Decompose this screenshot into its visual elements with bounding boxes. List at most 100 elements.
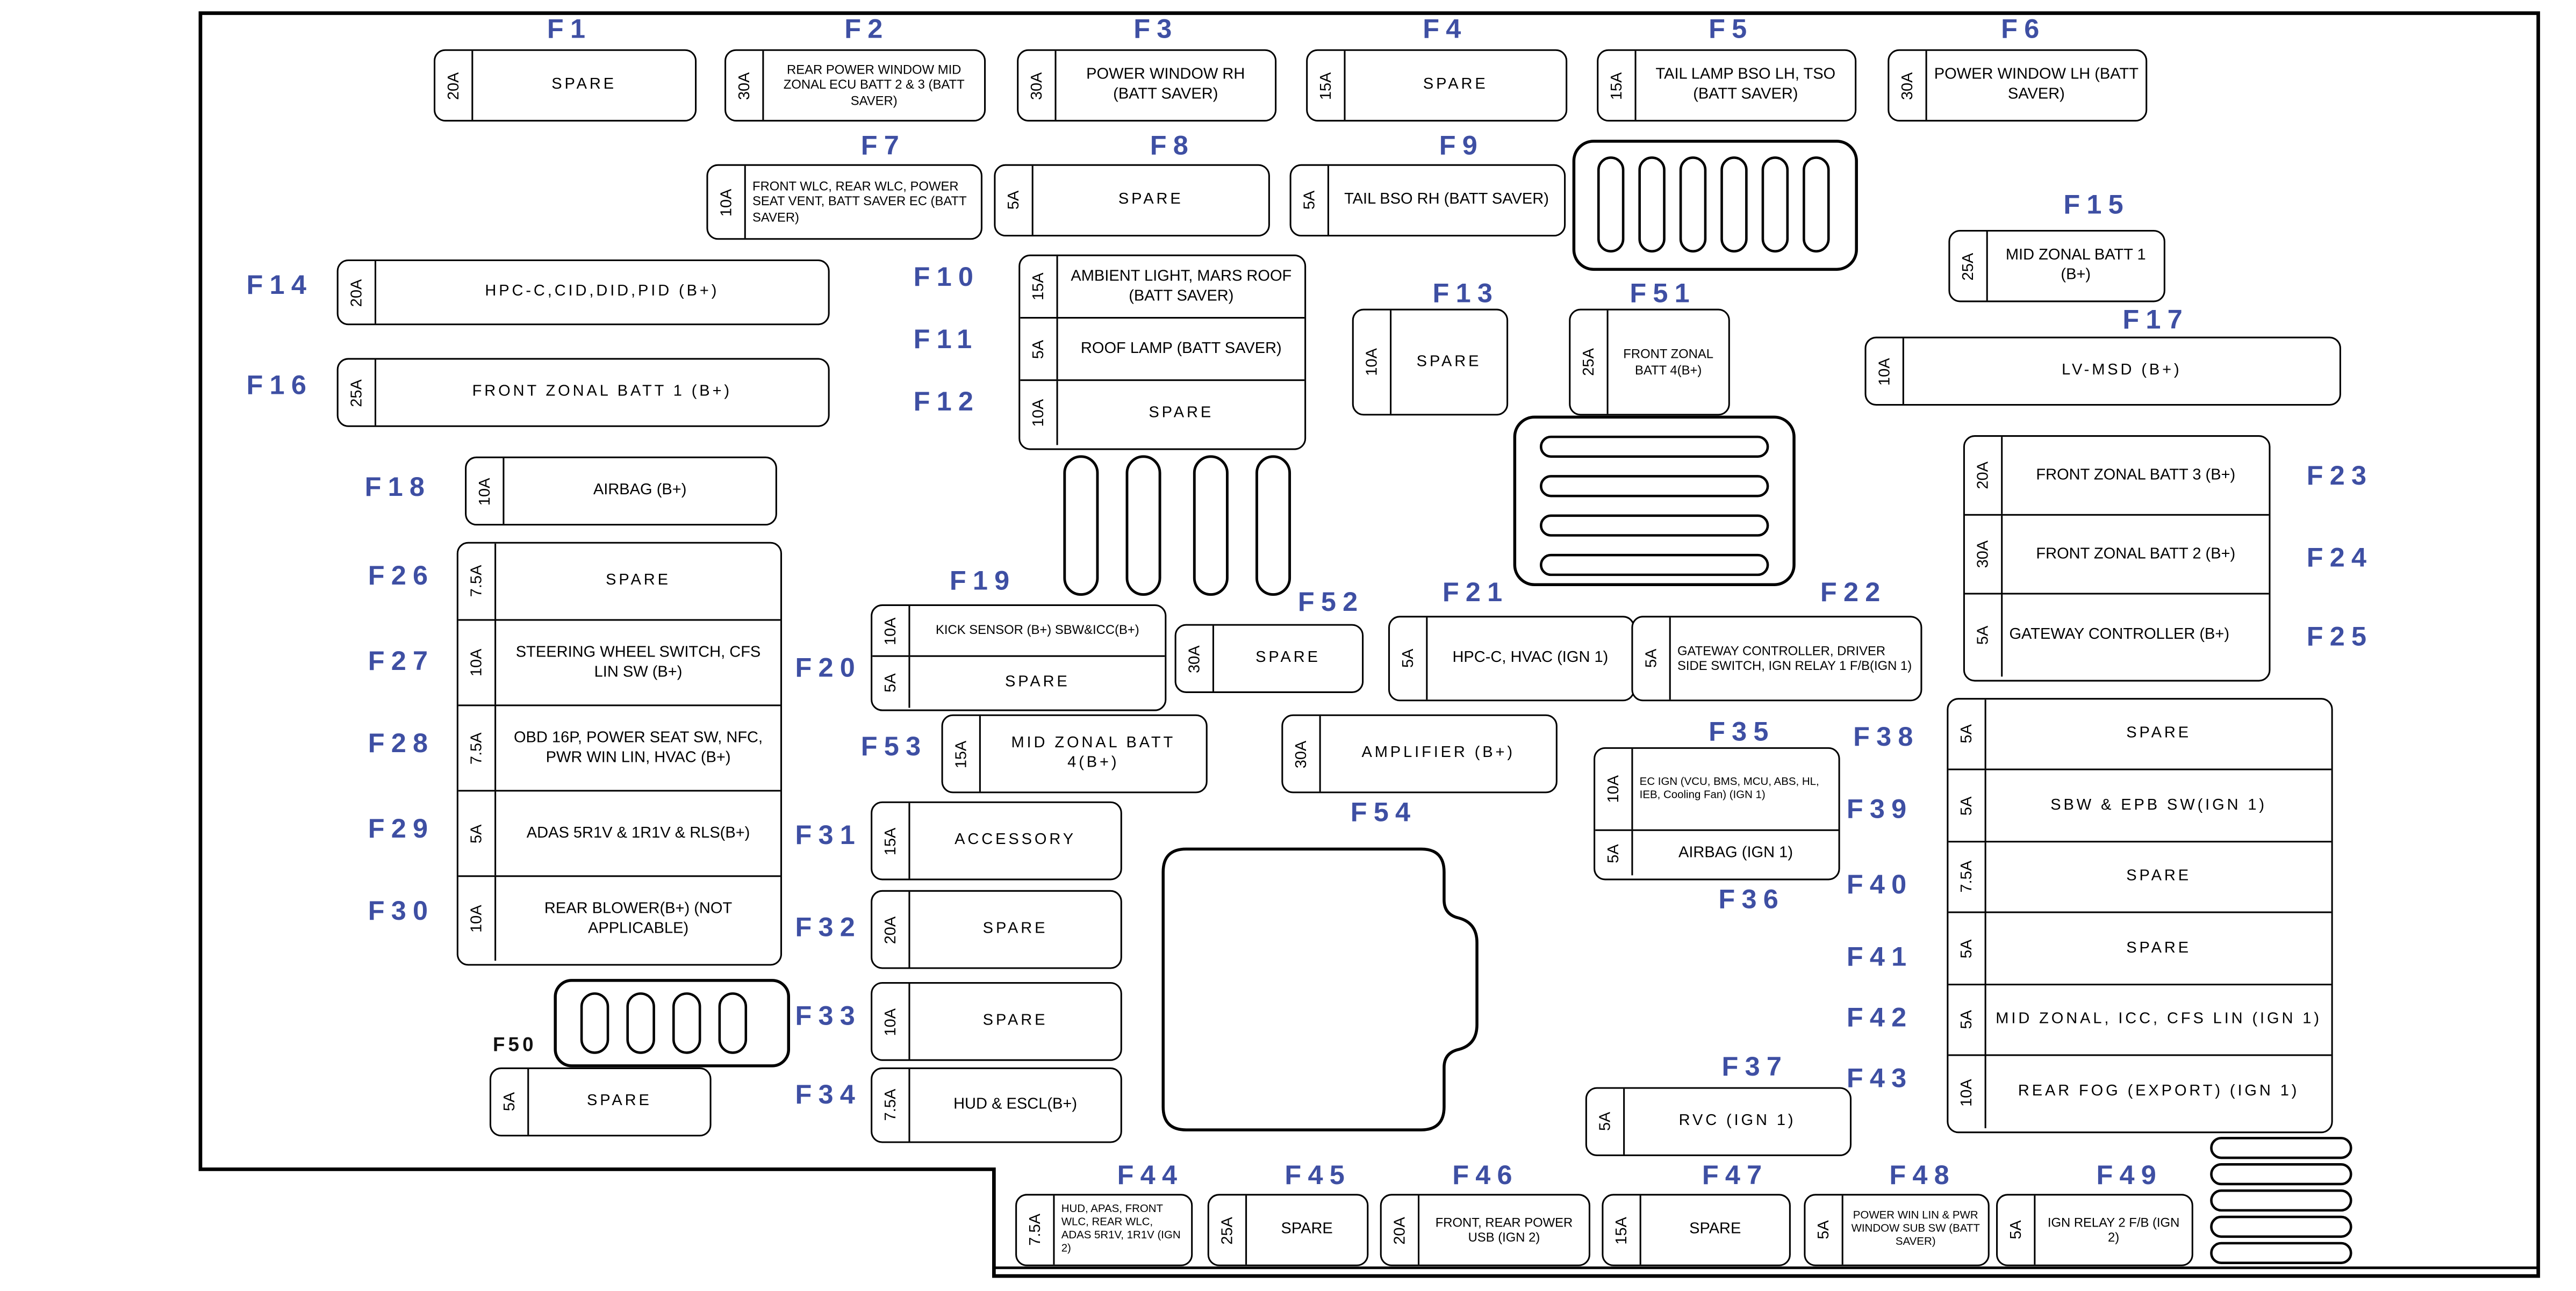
fuse-f33-desc: SPARE <box>982 1012 1048 1030</box>
fuse-f6-desc: POWER WINDOW LH (BATT SAVER) <box>1934 66 2139 104</box>
fuse-f10: 15A AMBIENT LIGHT, MARS ROOF (BATT SAVER… <box>1020 256 1305 319</box>
fuse-label-f34: F34 <box>795 1080 862 1110</box>
fuse-f31-amp: 15A <box>872 803 910 879</box>
fuse-f36-amp: 5A <box>1595 831 1633 876</box>
fuse-f39: 5A SBW & EPB SW(IGN 1) <box>1948 770 2331 843</box>
fuse-label-f35: F35 <box>1709 717 1775 747</box>
fuse-f15-desc: MID ZONAL BATT 1 (B+) <box>2005 247 2146 284</box>
fuse-f48-amp: 5A <box>1805 1195 1843 1265</box>
fuse-f12-amp: 10A <box>1020 381 1058 445</box>
fuse-stack-f35-f36: 10A EC IGN (VCU, BMS, MCU, ABS, HL, IEB,… <box>1594 747 1840 881</box>
fuse-f16: 25A FRONT ZONAL BATT 1 (B+) <box>336 358 830 427</box>
fuse-label-f17: F17 <box>2122 305 2189 335</box>
fuse-label-f7: F7 <box>860 131 906 161</box>
fuse-f6-amp: 30A <box>1889 51 1927 120</box>
fuse-label-f11: F11 <box>913 325 979 355</box>
fuse-f41-desc: SPARE <box>2126 939 2192 957</box>
fuse-f48-desc: POWER WIN LIN & PWR WINDOW SUB SW (BATT … <box>1851 1210 1980 1249</box>
fuse-f1-desc: SPARE <box>551 76 617 94</box>
fuse-f24: 30A FRONT ZONAL BATT 2 (B+) <box>1964 515 2269 595</box>
fuse-f31-desc: ACCESSORY <box>955 831 1077 849</box>
fuse-f45: 25A SPARE <box>1207 1194 1369 1266</box>
fuse-f32-amp: 20A <box>872 891 910 968</box>
fuse-f15-amp: 25A <box>1950 232 1988 301</box>
fuse-label-f6: F6 <box>2001 15 2046 45</box>
fuse-label-f40: F40 <box>1846 870 1913 900</box>
connector-slots-center <box>1063 455 1291 596</box>
connector-block-f50 <box>554 979 791 1068</box>
fuse-stack-f38-f43: 5A SPARE 5A SBW & EPB SW(IGN 1) 7.5A SPA… <box>1947 698 2333 1134</box>
fuse-f8: 5A SPARE <box>994 164 1270 237</box>
fuse-label-f27: F27 <box>368 647 435 677</box>
fuse-f24-amp: 30A <box>1965 515 2003 593</box>
fuse-f10-amp: 15A <box>1020 256 1058 317</box>
fuse-f15: 25A MID ZONAL BATT 1 (B+) <box>1948 229 2165 302</box>
fuse-f33: 10A SPARE <box>871 982 1122 1061</box>
fuse-f4-amp: 15A <box>1308 51 1346 120</box>
fuse-f52-amp: 30A <box>1176 625 1214 691</box>
fuse-label-f12: F12 <box>913 387 980 417</box>
fuse-f37: 5A RVC (IGN 1) <box>1585 1087 1852 1156</box>
fuse-f21-desc: HPC-C, HVAC (IGN 1) <box>1452 649 1609 667</box>
fuse-label-f51: F51 <box>1630 279 1696 309</box>
fuse-f21-amp: 5A <box>1390 617 1428 700</box>
fuse-f8-desc: SPARE <box>1118 191 1183 209</box>
fuse-f14-amp: 20A <box>339 261 377 324</box>
fuse-f44-desc: HUD, APAS, FRONT WLC, REAR WLC, ADAS 5R1… <box>1061 1204 1181 1255</box>
fuse-f53-desc: MID ZONAL BATT 4(B+) <box>1011 734 1176 772</box>
fuse-label-f15: F15 <box>2063 190 2130 220</box>
fuse-label-f37: F37 <box>1721 1052 1789 1083</box>
fuse-f9-amp: 5A <box>1291 165 1329 235</box>
fuse-f46-desc: FRONT, REAR POWER USB (IGN 2) <box>1435 1214 1573 1245</box>
fuse-label-f23: F23 <box>2306 461 2373 491</box>
fuse-f37-amp: 5A <box>1587 1088 1625 1155</box>
fuse-label-f14: F14 <box>246 271 313 301</box>
fuse-f4-desc: SPARE <box>1423 76 1488 94</box>
fuse-label-f44: F44 <box>1117 1161 1184 1191</box>
fuse-f39-amp: 5A <box>1948 770 1986 841</box>
fuse-f45-amp: 25A <box>1209 1195 1247 1265</box>
fuse-label-f9: F9 <box>1439 131 1484 161</box>
fuse-f5: 15A TAIL LAMP BSO LH, TSO (BATT SAVER) <box>1597 49 1857 122</box>
fuse-label-f38: F38 <box>1853 722 1920 753</box>
fuse-label-f46: F46 <box>1452 1161 1519 1191</box>
fuse-f22: 5A GATEWAY CONTROLLER, DRIVER SIDE SWITC… <box>1631 616 1922 702</box>
fuse-f34: 7.5A HUD & ESCL(B+) <box>871 1067 1122 1143</box>
fuse-label-f30: F30 <box>368 897 435 927</box>
fuse-f18-amp: 10A <box>467 458 505 524</box>
fuse-f43-desc: REAR FOG (EXPORT) (IGN 1) <box>2018 1083 2300 1101</box>
fuse-f38-desc: SPARE <box>2126 724 2192 743</box>
fuse-label-f1: F1 <box>547 15 592 45</box>
fuse-f29-desc: ADAS 5R1V & 1R1V & RLS(B+) <box>526 824 750 842</box>
fuse-f30-amp: 10A <box>458 877 497 961</box>
fuse-f53-amp: 15A <box>943 716 981 792</box>
fuse-label-f50: F50 <box>493 1033 537 1056</box>
fuse-f45-desc: SPARE <box>1281 1220 1333 1239</box>
fuse-label-f21: F21 <box>1442 578 1509 608</box>
fuse-label-f43: F43 <box>1846 1064 1913 1094</box>
fuse-f28-desc: OBD 16P, POWER SEAT SW, NFC, PWR WIN LIN… <box>513 729 763 766</box>
fuse-f17-desc: LV-MSD (B+) <box>2062 362 2182 380</box>
fuse-f38: 5A SPARE <box>1948 699 2331 770</box>
fuse-label-f22: F22 <box>1820 578 1887 608</box>
fuse-f17-amp: 10A <box>1867 338 1904 404</box>
fuse-f1: 20A SPARE <box>433 49 697 122</box>
fuse-label-f41: F41 <box>1846 942 1913 972</box>
fuse-f10-desc: AMBIENT LIGHT, MARS ROOF (BATT SAVER) <box>1071 268 1292 305</box>
fuse-label-f20: F20 <box>795 653 862 683</box>
fuse-f27: 10A STEERING WHEEL SWITCH, CFS LIN SW (B… <box>458 621 780 706</box>
fuse-f50-desc: SPARE <box>586 1092 652 1111</box>
fuse-f14: 20A HPC-C,CID,DID,PID (B+) <box>336 259 830 326</box>
fuse-f53: 15A MID ZONAL BATT 4(B+) <box>941 714 1208 794</box>
fuse-f23-amp: 20A <box>1965 437 2003 514</box>
fuse-f35: 10A EC IGN (VCU, BMS, MCU, ABS, HL, IEB,… <box>1595 748 1839 831</box>
connector-block-middle <box>1513 415 1796 586</box>
fuse-label-f32: F32 <box>795 913 862 943</box>
fuse-label-f45: F45 <box>1285 1161 1352 1191</box>
fuse-f11: 5A ROOF LAMP (BATT SAVER) <box>1020 319 1305 381</box>
fuse-f12-desc: SPARE <box>1149 403 1214 422</box>
fuse-f36-desc: AIRBAG (IGN 1) <box>1678 843 1793 862</box>
fuse-f18: 10A AIRBAG (B+) <box>465 456 777 526</box>
fuse-label-f28: F28 <box>368 729 435 759</box>
fuse-f16-amp: 25A <box>339 359 377 425</box>
